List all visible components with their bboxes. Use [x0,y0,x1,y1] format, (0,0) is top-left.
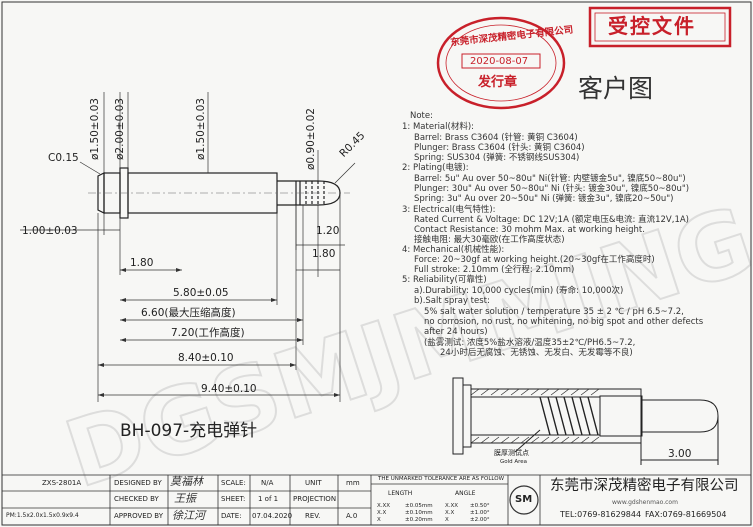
note-line: 1: Material(材料): [402,122,475,132]
company-logo: SM [515,494,533,505]
plating-test-point: 膜厚测试点 [494,449,529,457]
dim-d2: ø2.00±0.03 [114,98,126,160]
sheet-label: SHEET: [221,495,246,503]
note-line: Plunger: 30u" Au over 50~80u" Ni (针头: 镀金… [414,184,690,194]
notes-heading: Note: [410,111,433,121]
plating-test-sub: Gold Area [500,459,528,465]
tol-ang-0-k: X.XX [445,503,459,509]
note-line: Rated Current & Voltage: DC 12V;1A (额定电压… [414,215,689,225]
note-line: 3: Electrical(电气特性): [402,205,496,215]
dim-len-580: 5.80±0.05 [173,287,229,299]
dim-len-120: 1.20 [316,225,340,237]
signature-designed: 莫福林 [170,475,203,488]
signature-checked: 王振 [174,492,196,505]
projection-label: PROJECTION [293,495,337,503]
company-web: www.gdshenmao.com [612,499,678,506]
part-title: BH-097-充电弹针 [120,421,258,441]
sheet-value: 1 of 1 [258,495,279,503]
logo-ring [509,485,539,515]
note-line: Barrel: Brass C3604 (针管: 黄铜 C3604) [414,133,578,143]
note-line: Full stroke: 2.10mm (全行程: 2.10mm) [414,265,575,275]
date-label: DATE: [221,512,242,520]
tol-len-1-v: ±0.10mm [405,510,433,516]
note-line: Force: 20~30gf at working height.(20~30g… [414,255,655,265]
dim-d3: ø1.50±0.03 [195,98,207,160]
issue-stamp [436,16,566,110]
note-line: Spring: 3u" Au over 20~50u" Ni (弹簧: 镀金3u… [414,194,674,204]
note-line: Contact Resistance: 30 mohm Max. at work… [414,225,645,235]
note-line: 2: Plating(电镀): [402,163,469,173]
note-line: Plunger: Brass C3604 (针头: 黄铜 C3604) [414,143,585,153]
rev-label: REV. [305,512,321,520]
dim-d1: ø1.50±0.03 [89,98,101,160]
company-name: 东莞市深茂精密电子有限公司 [550,478,739,494]
note-line: Spring: SUS304 (弹簧: 不锈钢线SUS304) [414,153,580,163]
rev-value: A.0 [346,512,358,520]
note-line: no corrosion, no rust, no whitening, no … [424,317,704,327]
tol-len-0-v: ±0.05mm [405,503,433,509]
note-line: a).Durability: 10,000 cycles(min) (寿命: 1… [414,286,624,296]
company-fax: FAX:0769-81669504 [645,510,727,519]
checked-by-label: CHECKED BY [114,495,159,503]
date-value: 07.04.2020 [252,512,293,520]
tol-ang-2-v: ±2.00° [470,517,490,523]
note-line: (盐雾测试: 浓度5%盐水溶液/温度35±2℃/PH6.5~7.2, [424,338,636,348]
note-line: b).Salt spray test: [414,296,490,306]
note-line: 24小时后无腐蚀、无锈蚀、无发白、无发霉等不良) [440,348,633,358]
control-stamp-text: 受控文件 [608,14,696,38]
dim-len-100: 1.00±0.03 [22,225,78,237]
signature-approved: 徐江河 [172,509,205,522]
tol-len-2-k: X [377,517,381,523]
tol-len-1-k: X.X [377,510,387,516]
tolerance-title: THE UNMARKED TOLERANCE ARE AS FOLLOW [378,476,505,482]
control-stamp [588,6,732,48]
customer-drawing-label: 客户图 [578,74,654,103]
dim-len-840: 8.40±0.10 [178,352,234,364]
issue-stamp-date: 2020-08-07 [470,56,529,67]
tol-ang-2-k: X [445,517,449,523]
length-header: LENGTH [388,490,413,497]
title-block-frame [1,474,752,526]
dim-chamfer: C0.15 [48,152,79,164]
note-line: 5% salt water solution / temperature 35 … [424,307,684,317]
scale-label: SCALE: [221,479,246,487]
dim-len-720: 7.20(工作高度) [171,327,245,339]
tol-ang-0-v: ±0.50° [470,503,490,509]
tol-len-2-v: ±0.20mm [405,517,433,523]
note-line: 5: Reliability(可靠性) [402,275,487,285]
note-line: after 24 hours) [424,327,488,337]
designed-by-label: DESIGNED BY [114,479,162,487]
dim-len-300: 3.00 [668,448,692,460]
approved-by-label: APPROVED BY [114,512,164,520]
note-line: Barrel: 5u" Au over 50~80u" Ni(针管: 内壁镀金5… [414,174,686,184]
pm-spec: PM:1.5x2.0x1.5x0.9x9.4 [6,512,79,519]
note-line: 4: Mechanical(机械性能): [402,245,505,255]
angle-header: ANGLE [455,490,476,497]
unit-label: UNIT [305,479,322,487]
issue-stamp-label: 发行章 [478,75,518,90]
dim-len-180a: 1.80 [130,257,154,269]
unit-value: mm [346,479,360,487]
tol-len-0-k: X.XX [377,503,391,509]
dim-len-180b: 1.80 [312,248,336,260]
section-view [452,377,719,465]
tol-ang-1-v: ±1.00° [470,510,490,516]
scale-value: N/A [261,479,274,487]
dim-len-660: 6.60(最大压缩高度) [141,307,236,319]
company-tel: TEL:0769-81629844 [560,510,642,519]
tol-ang-1-k: X.X [445,510,455,516]
part-number: ZXS-2801A [42,479,82,487]
dim-d4: ø0.90±0.02 [305,108,317,170]
note-line: 接触电阻: 最大30毫欧(在工作高度状态) [414,235,565,245]
dim-len-940: 9.40±0.10 [201,383,257,395]
